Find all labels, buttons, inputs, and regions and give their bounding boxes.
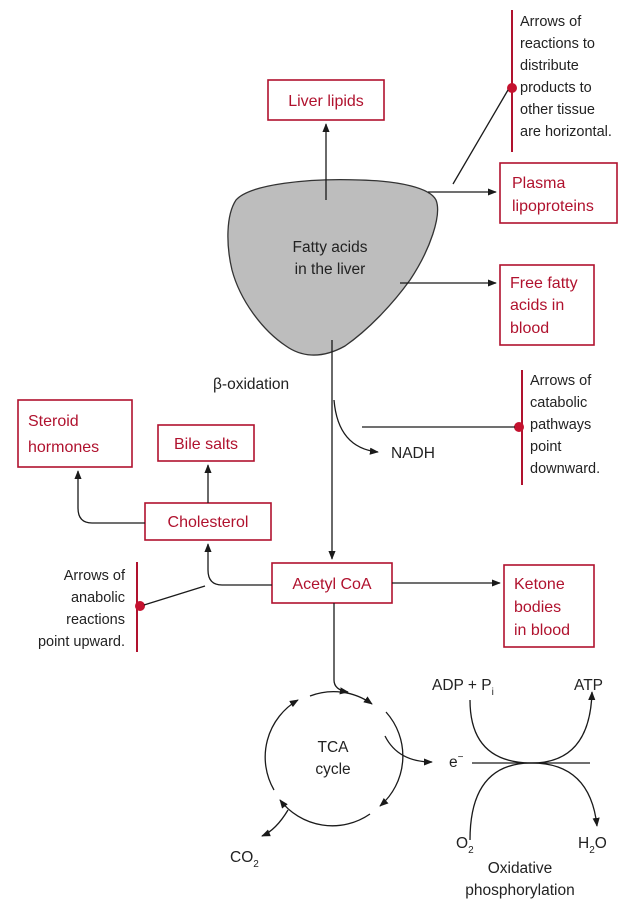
liver-lipids-box: Liver lipids [267, 79, 385, 121]
svg-text:reactions: reactions [66, 612, 125, 628]
liver-label-line2: in the liver [295, 261, 366, 278]
svg-text:pathways: pathways [530, 417, 591, 433]
liver-lipids-label: Liver lipids [288, 93, 364, 110]
svg-text:Arrows of: Arrows of [520, 14, 582, 30]
note-anabolic: Arrows of anabolic reactions point upwar… [38, 562, 206, 652]
svg-text:are horizontal.: are horizontal. [520, 124, 612, 140]
svg-text:point upward.: point upward. [38, 634, 125, 650]
steroid-hormones-label-1: Steroid [28, 413, 79, 430]
free-fatty-acids-label-1: Free fatty [510, 275, 578, 292]
nadh-label: NADH [391, 445, 435, 462]
svg-text:anabolic: anabolic [71, 590, 125, 606]
beta-oxidation-label: β-oxidation [213, 376, 289, 393]
arrow-to-cholesterol [204, 543, 272, 586]
steroid-hormones-label-2: hormones [28, 439, 99, 456]
note-horizontal: Arrows of reactions to distribute produc… [452, 10, 612, 185]
oxphos-curves [469, 691, 600, 841]
tca-cycle-circle [264, 691, 404, 827]
arrow-to-electrons [384, 735, 433, 766]
oxphos-label-2: phosphorylation [465, 882, 574, 899]
svg-text:point: point [530, 439, 561, 455]
svg-text:catabolic: catabolic [530, 395, 587, 411]
acetyl-coa-box: Acetyl CoA [271, 562, 393, 604]
svg-text:other tissue: other tissue [520, 102, 595, 118]
liver-label-line1: Fatty acids [293, 239, 368, 256]
svg-text:reactions to: reactions to [520, 36, 595, 52]
plasma-lipoproteins-label-2: lipoproteins [512, 198, 594, 215]
arrow-to-nadh [333, 399, 379, 455]
svg-text:products to: products to [520, 80, 592, 96]
bile-salts-box: Bile salts [157, 424, 255, 462]
atp-label: ATP [574, 677, 603, 694]
svg-text:distribute: distribute [520, 58, 579, 74]
ketone-bodies-label-1: Ketone [514, 576, 565, 593]
liver-shape [227, 179, 439, 356]
svg-text:Arrows of: Arrows of [530, 373, 592, 389]
cholesterol-box: Cholesterol [144, 502, 272, 541]
electron-label: e− [449, 752, 464, 771]
acetyl-coa-label: Acetyl CoA [292, 576, 371, 593]
plasma-lipoproteins-label-1: Plasma [512, 175, 565, 192]
arrow-to-tca [333, 603, 349, 695]
free-fatty-acids-label-2: acids in [510, 297, 564, 314]
oxphos-label-1: Oxidative [488, 860, 553, 877]
arrow-to-co2 [261, 809, 289, 837]
svg-text:downward.: downward. [530, 461, 600, 477]
cholesterol-label: Cholesterol [168, 514, 249, 531]
arrow-to-steroid-hormones [74, 470, 145, 524]
note-catabolic: Arrows of catabolic pathways point downw… [362, 370, 600, 485]
plasma-lipoproteins-box: Plasma lipoproteins [499, 162, 618, 224]
o2-label: O2 [456, 835, 474, 856]
h2o-label: H2O [578, 835, 607, 856]
tca-label-2: cycle [315, 761, 350, 778]
free-fatty-acids-box: Free fatty acids in blood [499, 264, 595, 346]
free-fatty-acids-label-3: blood [510, 320, 549, 337]
adp-pi-label: ADP + Pi [432, 677, 494, 698]
ketone-bodies-label-2: bodies [514, 599, 561, 616]
tca-label-1: TCA [318, 739, 350, 756]
ketone-bodies-box: Ketone bodies in blood [503, 564, 595, 648]
co2-label: CO2 [230, 849, 259, 870]
steroid-hormones-box: Steroid hormones [17, 399, 133, 468]
ketone-bodies-label-3: in blood [514, 622, 570, 639]
bile-salts-label: Bile salts [174, 436, 238, 453]
svg-text:Arrows of: Arrows of [64, 568, 126, 584]
